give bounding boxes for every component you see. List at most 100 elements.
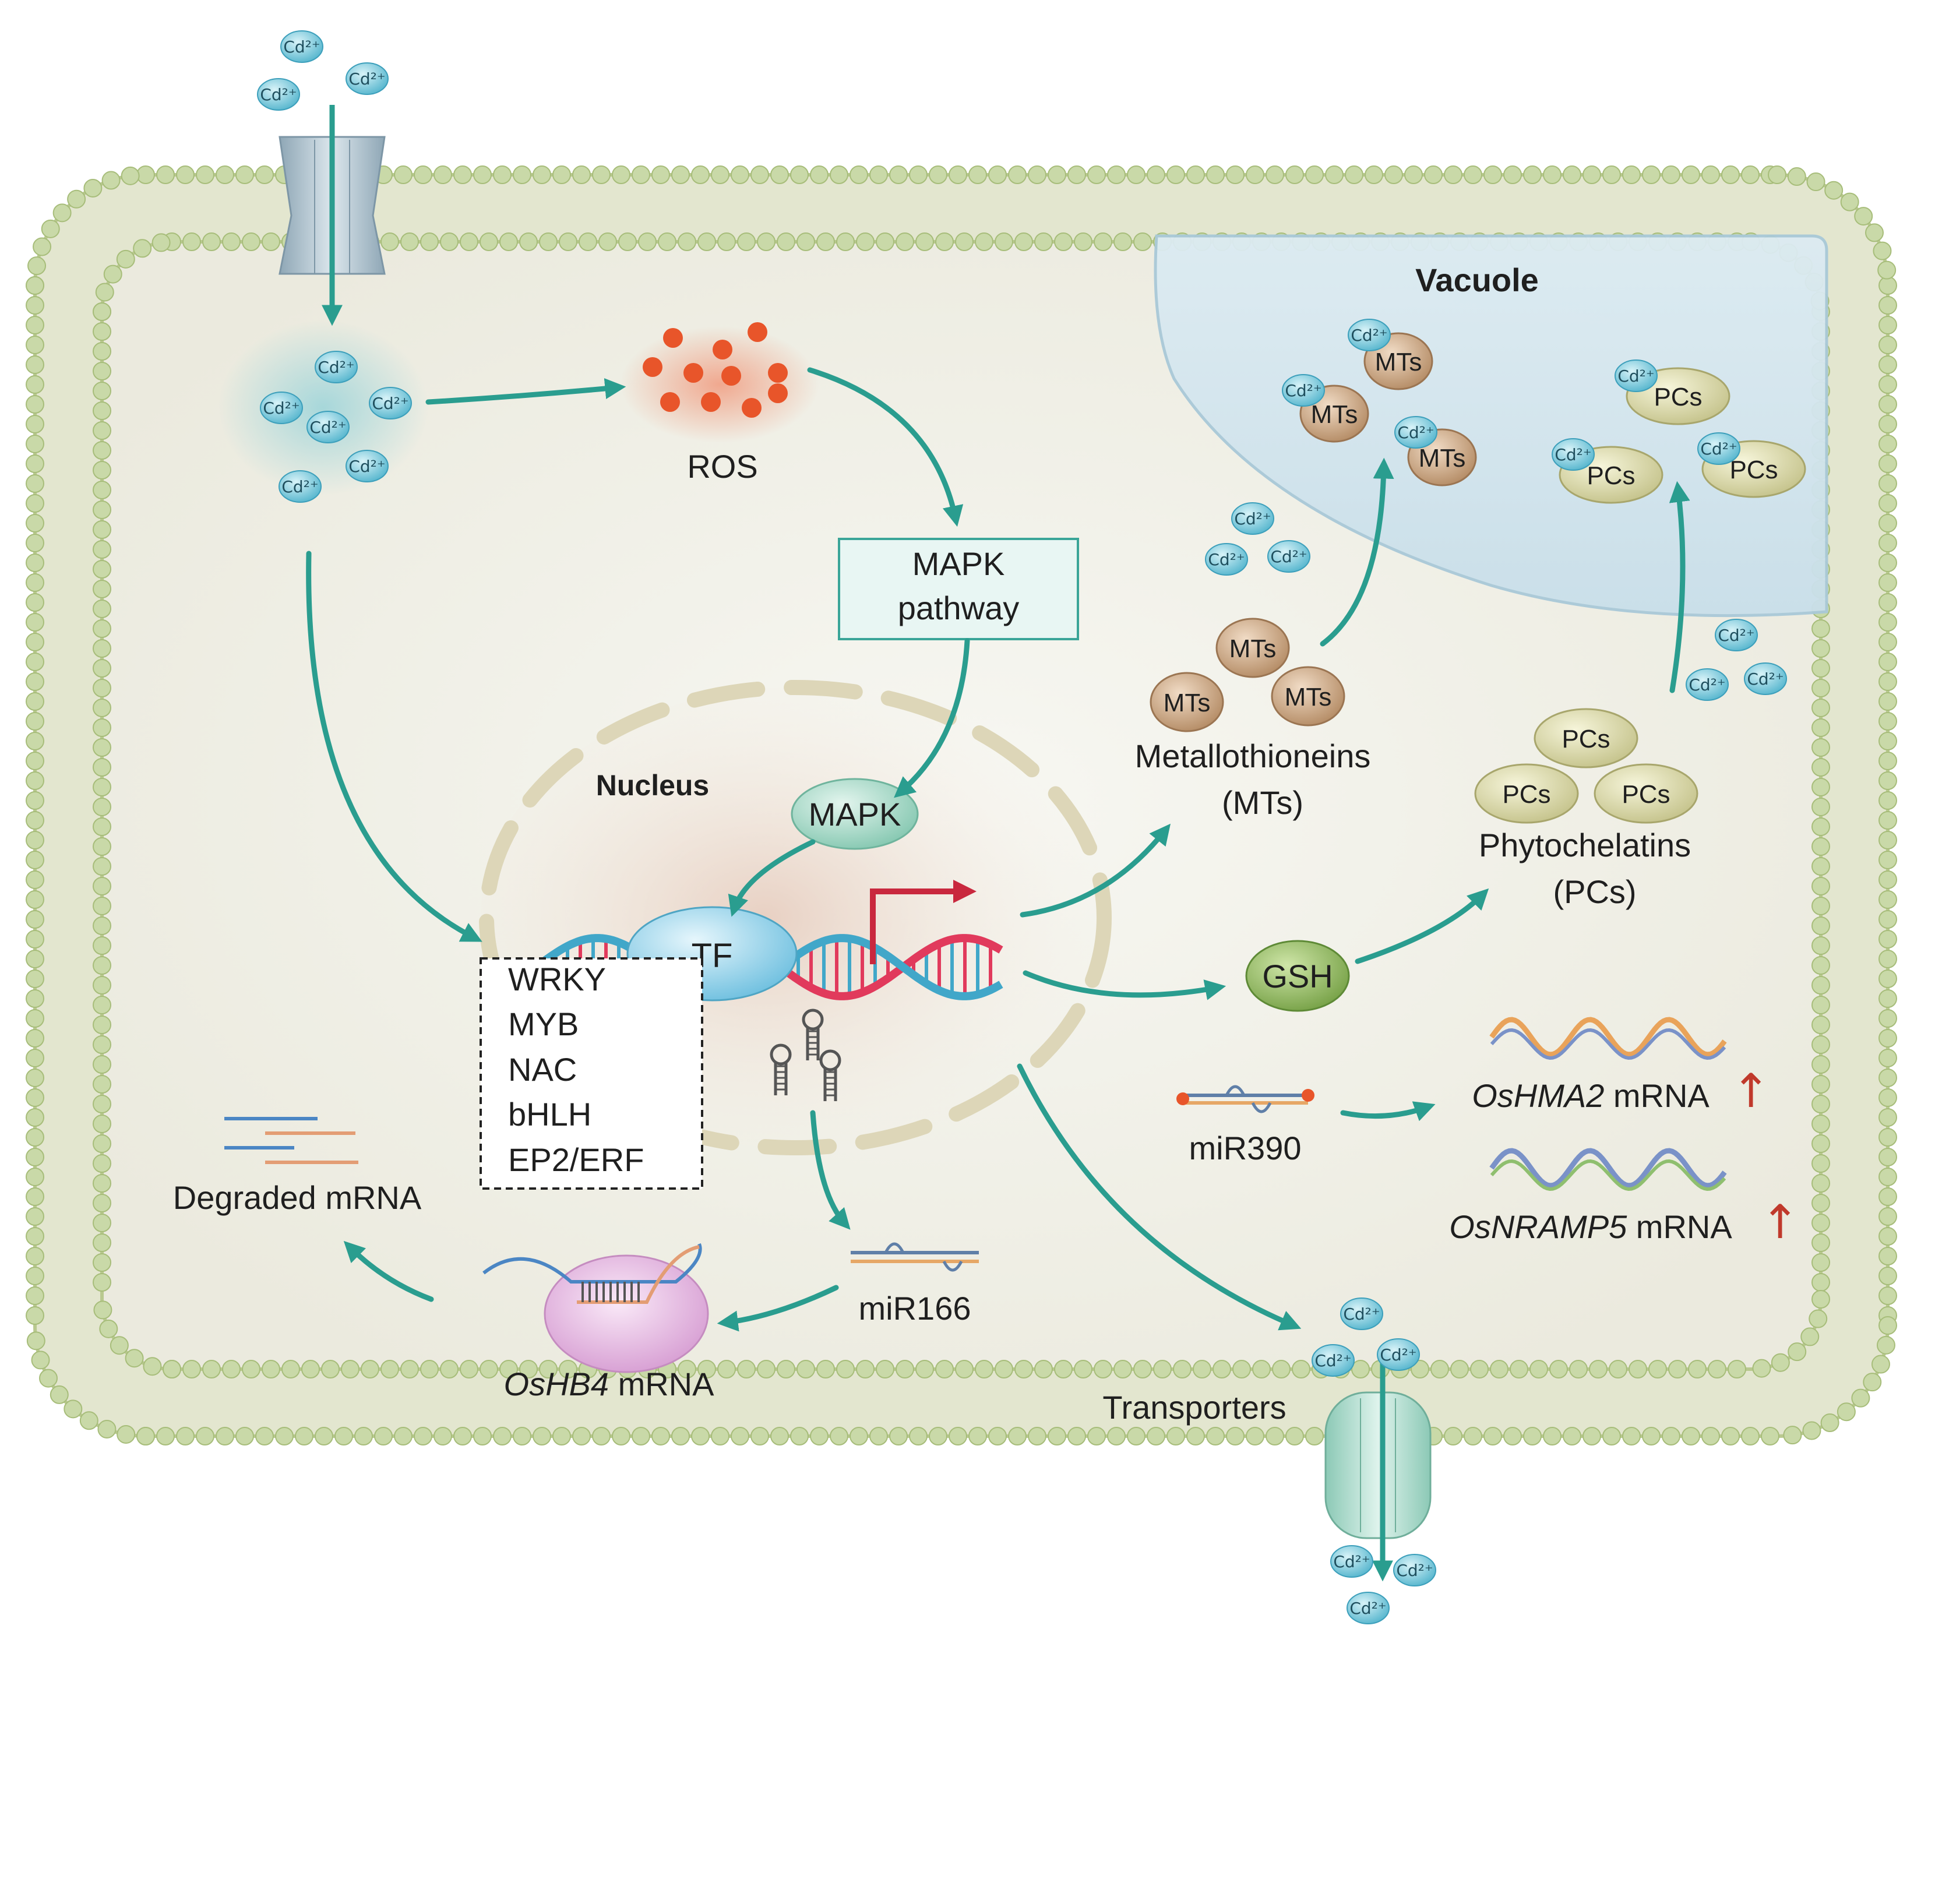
oshb4-mrna-suffix: mRNA	[609, 1366, 714, 1402]
gsh-node: GSH	[1245, 940, 1350, 1012]
mapk-pathway-line2: pathway	[898, 590, 1020, 626]
svg-text:MTs: MTs	[1311, 400, 1358, 429]
cd-ions: Cd²⁺ Cd²⁺ Cd²⁺ Cd²⁺ Cd²⁺ Cd²⁺ Cd²⁺ Cd²⁺ Cd²⁺ Cd²⁺…	[257, 30, 1787, 1624]
oshb4-gene-name: OsHB4	[504, 1366, 609, 1402]
osnramp5-mrna: OsNRAMP5 mRNA ↑	[1449, 1148, 1800, 1249]
cd-ion: Cd²⁺	[1231, 502, 1274, 535]
cd-ion: Cd²⁺	[1377, 1338, 1420, 1371]
oshma2-mrna-label: OsHMA2 mRNA	[1472, 1077, 1710, 1114]
svg-text:Cd²⁺: Cd²⁺	[1234, 509, 1271, 528]
transcription-start-arrow	[870, 880, 977, 964]
vacuole: Vacuole	[1154, 234, 1828, 618]
cd-ion: Cd²⁺	[1715, 619, 1758, 651]
cd-ion: Cd²⁺	[315, 351, 358, 383]
svg-text:PCs: PCs	[1729, 456, 1778, 484]
svg-text:Cd²⁺: Cd²⁺	[372, 394, 408, 413]
arrow-mir390-to-mrna	[1340, 1101, 1436, 1122]
cd-ion: Cd²⁺	[1347, 1592, 1390, 1624]
svg-text:Cd²⁺: Cd²⁺	[309, 418, 346, 437]
cd-ion: Cd²⁺	[1205, 543, 1248, 576]
mapk-pathway-line1: MAPK	[912, 545, 1005, 582]
cd-ion: Cd²⁺	[1552, 438, 1595, 471]
svg-text:Cd²⁺: Cd²⁺	[1718, 626, 1754, 645]
svg-text:Cd²⁺: Cd²⁺	[1380, 1345, 1416, 1364]
tf-family-ep2-erf: EP2/ERF	[508, 1141, 644, 1178]
cd-ion: Cd²⁺	[1697, 432, 1740, 465]
arrow-cd-to-tf-box	[306, 551, 482, 942]
arrow-dna-to-gsh	[1023, 970, 1226, 1000]
svg-text:Cd²⁺: Cd²⁺	[1555, 445, 1591, 464]
arrow-nucleus-to-transporter	[1017, 1063, 1302, 1331]
metallothioneins-label-line1: Metallothioneins	[1135, 738, 1371, 774]
arrow-pcs-to-vacuole	[1669, 481, 1690, 693]
svg-text:MTs: MTs	[1164, 689, 1211, 717]
svg-text:MTs: MTs	[1229, 634, 1277, 663]
svg-text:Cd²⁺: Cd²⁺	[1333, 1552, 1370, 1571]
svg-text:PCs: PCs	[1622, 780, 1670, 809]
svg-text:Cd²⁺: Cd²⁺	[1617, 366, 1654, 386]
arrow-dna-to-mts	[1020, 823, 1171, 918]
svg-text:Cd²⁺: Cd²⁺	[348, 457, 385, 476]
mapk-node: MAPK	[791, 778, 919, 850]
mir166: miR166	[851, 1242, 979, 1327]
ros-particle	[683, 363, 703, 383]
tf-family-wrky: WRKY	[508, 961, 606, 997]
oshma2-gene-name: OsHMA2	[1472, 1077, 1604, 1114]
gsh-label: GSH	[1262, 958, 1333, 995]
cd-ion: Cd²⁺	[1330, 1545, 1373, 1578]
pc-molecule: PCs	[1534, 708, 1638, 768]
arrow-nucleus-to-mir166	[810, 1110, 851, 1230]
cd-ion: Cd²⁺	[1348, 319, 1391, 351]
svg-text:Cd²⁺: Cd²⁺	[1351, 326, 1387, 345]
ros-particle	[701, 392, 721, 412]
transporters-label: Transporters	[1102, 1389, 1286, 1426]
arrow-mts-to-vacuole	[1320, 457, 1394, 647]
cd-ion: Cd²⁺	[1686, 668, 1729, 701]
mir166-label: miR166	[859, 1290, 971, 1327]
svg-text:Cd²⁺: Cd²⁺	[1396, 1561, 1433, 1580]
svg-text:PCs: PCs	[1502, 780, 1550, 809]
metallothioneins-label-line2: (MTs)	[1222, 784, 1303, 821]
osnramp5-upregulated-arrow: ↑	[1760, 1195, 1799, 1249]
ros-particle	[742, 398, 762, 418]
vacuole-label: Vacuole	[1415, 262, 1539, 298]
mirna-hairpin	[819, 1049, 841, 1101]
ros-particle	[768, 363, 788, 383]
arrow-mapk-to-tf	[728, 839, 816, 917]
osnramp5-mrna-label: OsNRAMP5 mRNA	[1449, 1208, 1732, 1245]
pc-molecule: PCs	[1594, 763, 1698, 824]
ros-particle	[768, 383, 788, 403]
svg-text:Cd²⁺: Cd²⁺	[260, 85, 297, 104]
cd-ion: Cd²⁺	[260, 392, 303, 424]
arrow-mir166-to-oshb4	[717, 1285, 839, 1332]
tf-family-bhlh: bHLH	[508, 1096, 591, 1133]
mt-molecule: MTs	[1150, 672, 1224, 732]
svg-text:Cd²⁺: Cd²⁺	[1397, 423, 1434, 442]
cd-ion: Cd²⁺	[1267, 540, 1310, 573]
cd-ion: Cd²⁺	[1393, 1554, 1436, 1586]
svg-text:Cd²⁺: Cd²⁺	[1314, 1351, 1351, 1370]
cd-ion: Cd²⁺	[306, 411, 350, 443]
ros-particle	[713, 340, 732, 359]
svg-text:PCs: PCs	[1654, 383, 1702, 411]
oshma2-mrna-suffix: mRNA	[1604, 1077, 1710, 1114]
ros-label: ROS	[687, 448, 757, 485]
phytochelatins-label-line2: (PCs)	[1553, 873, 1636, 910]
svg-text:PCs: PCs	[1587, 461, 1635, 490]
svg-text:MTs: MTs	[1419, 444, 1466, 473]
cd-ion: Cd²⁺	[1615, 359, 1658, 392]
cd-ion: Cd²⁺	[1744, 662, 1787, 695]
tf-family-myb: MYB	[508, 1006, 579, 1042]
cd-ion: Cd²⁺	[346, 62, 389, 95]
svg-text:Cd²⁺: Cd²⁺	[1343, 1304, 1380, 1324]
svg-text:Cd²⁺: Cd²⁺	[1349, 1599, 1386, 1618]
svg-text:Cd²⁺: Cd²⁺	[1700, 439, 1737, 459]
mapk-label: MAPK	[809, 796, 901, 833]
ros-particle	[748, 322, 767, 342]
cd-ion: Cd²⁺	[346, 450, 389, 482]
cd-ion: Cd²⁺	[257, 78, 300, 111]
svg-text:PCs: PCs	[1562, 725, 1610, 753]
mir390-label: miR390	[1189, 1130, 1302, 1166]
